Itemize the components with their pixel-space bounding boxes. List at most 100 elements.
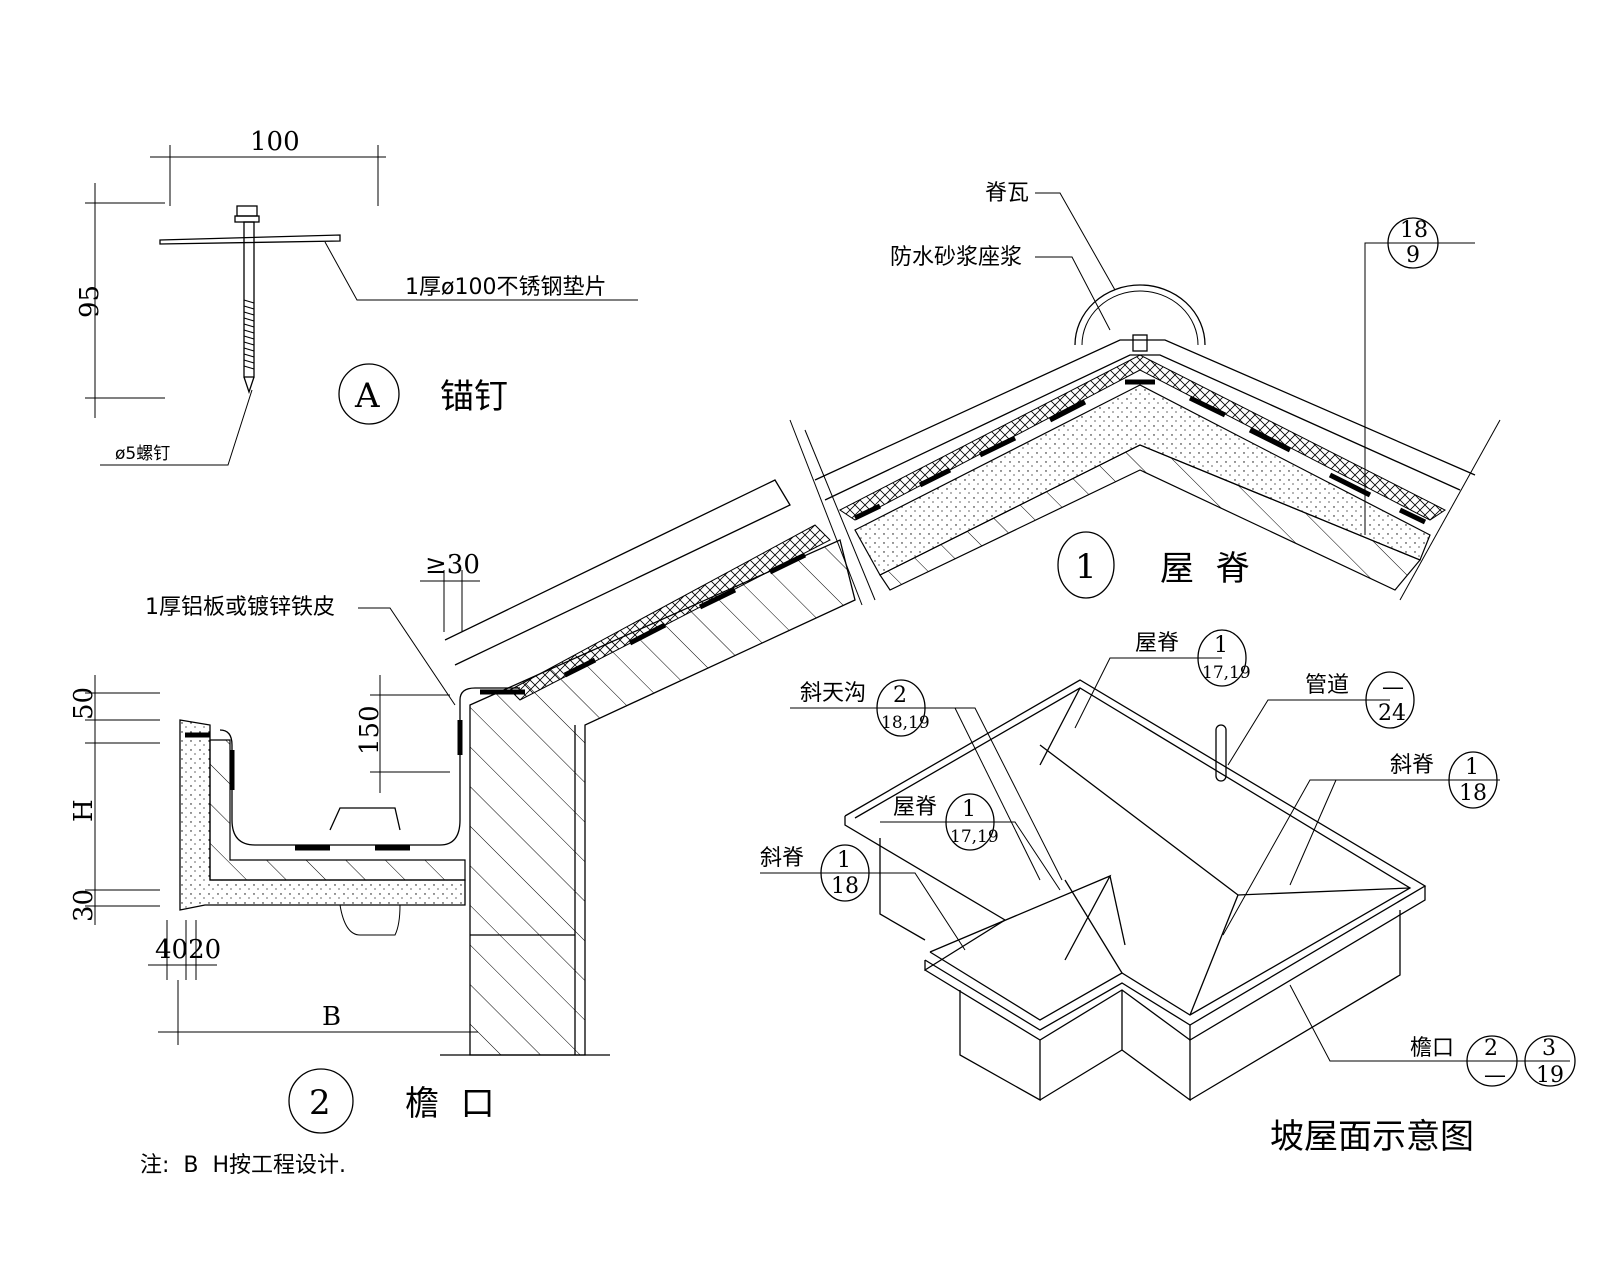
break-line [1399, 419, 1501, 601]
ref-bottom-2: 19 [1536, 1063, 1564, 1088]
leader-line [954, 707, 1041, 881]
ref-bottom: 17,19 [950, 827, 999, 847]
roof-fascia-right [1189, 886, 1426, 1042]
callout-valley: 斜天沟 2 18,19 [790, 679, 1063, 881]
ref-bottom: 18,19 [881, 713, 930, 733]
wall [959, 990, 1041, 1102]
leader-line [760, 872, 966, 951]
membrane-strip [1328, 472, 1372, 498]
flashing-label: 1厚铝板或镀锌铁皮 [145, 595, 335, 620]
ref-top: 1 [1214, 633, 1228, 658]
ref-top: 2 [893, 683, 907, 708]
leader-line [1289, 984, 1570, 1062]
ref-bottom: 18 [1459, 781, 1487, 806]
ref-circle [1197, 629, 1247, 687]
roof-eave-inner [854, 687, 1412, 1021]
ref-bottom: 18 [831, 874, 859, 899]
callout-pipe: 管道 — 24 [1227, 671, 1415, 766]
wall [879, 838, 926, 941]
dim-30-text: 30 [69, 889, 99, 922]
membrane-strip [918, 467, 952, 488]
ref-circle [1524, 1035, 1576, 1087]
structure-hatch [879, 444, 1421, 591]
washer-leader [324, 241, 638, 301]
callout-label: 斜脊 [760, 846, 804, 871]
membrane-strip [978, 435, 1017, 458]
ref-top: 2 [1484, 1036, 1498, 1061]
mortar-label: 防水砂浆座浆 [890, 245, 1022, 270]
membrane-strip [1188, 395, 1227, 418]
leader-line [1227, 699, 1390, 766]
detail-1-marker: 1 [1075, 547, 1097, 587]
dim-150-text: 150 [355, 705, 385, 755]
roof-eave-outer [844, 679, 1427, 1031]
ridge-tile-top [814, 339, 1476, 481]
hip-ridge [1189, 894, 1239, 1016]
drain-outlet [329, 807, 401, 831]
detail-1-roof-ridge: 脊瓦 防水砂浆座浆 18 9 1 屋 脊 [789, 181, 1501, 606]
leader-line [790, 707, 1063, 881]
ref-circle [1365, 671, 1415, 729]
callout-label: 檐口 [1410, 1036, 1454, 1061]
screw-thread [243, 299, 255, 370]
leader-line [880, 821, 1061, 891]
roof-plan-diagram: 屋脊 1 17,19 管道 — 24 斜天沟 2 18,19 斜脊 1 18 [760, 629, 1576, 1157]
leader-line [1074, 657, 1222, 729]
callout-label: 屋脊 [893, 795, 937, 820]
screw-leader [100, 389, 253, 466]
ridge-tile-label: 脊瓦 [985, 181, 1029, 206]
ridge-tile-leader [1035, 192, 1116, 291]
screw-head [236, 205, 258, 217]
callout-hip-right: 斜脊 1 18 [1222, 751, 1500, 936]
callout-ridge-top: 屋脊 1 17,19 [1074, 629, 1251, 729]
ref-bottom: 17,19 [1202, 663, 1251, 683]
ridge-tile-lower [824, 354, 1461, 501]
washer-shape [159, 234, 341, 245]
ref-bottom: — [1484, 1063, 1506, 1088]
dim-4020-text: 4020 [155, 935, 221, 965]
dim-width-text: 100 [250, 127, 300, 157]
detail-a-marker-circle [338, 363, 400, 425]
detail-2-marker: 2 [309, 1083, 331, 1123]
leader-line [1289, 779, 1337, 886]
gutter-base [209, 739, 466, 881]
valley [1109, 875, 1126, 946]
detail-1-marker-circle [1057, 531, 1115, 599]
membrane-strip [1398, 507, 1427, 525]
dim-overlap-text: ≥30 [425, 550, 480, 580]
drain-pipe [339, 904, 401, 936]
detail-2-title: 檐 口 [405, 1084, 495, 1124]
callout-label: 屋脊 [1135, 631, 1179, 656]
ridge-batten [1132, 334, 1148, 352]
hip-ridge [1039, 744, 1411, 896]
roof-fascia-front [924, 969, 1191, 1041]
ref-bottom: 24 [1378, 701, 1406, 726]
ref-circle [1448, 751, 1498, 809]
break-line [804, 429, 876, 601]
note-text: 注: B H按工程设计. [140, 1153, 346, 1178]
detail-1-title: 屋 脊 [1160, 549, 1250, 589]
detail-2-eave: 1厚铝板或镀锌铁皮 ≥30 150 50 H 30 4020 B 2 檐 口 [69, 479, 856, 1178]
dim-h-text: H [69, 799, 99, 822]
valley [1064, 879, 1123, 974]
screw-shank [243, 221, 255, 378]
callout-label: 斜天沟 [800, 681, 866, 706]
ref-circle [1387, 217, 1439, 269]
callout-label: 斜脊 [1390, 753, 1434, 778]
ref-top: 1 [1465, 755, 1479, 780]
screw-washer [234, 215, 260, 223]
wall [1189, 910, 1401, 1101]
insulation-layer [839, 354, 1446, 521]
ref-top: 1 [962, 797, 976, 822]
ridge-line [1039, 687, 1081, 766]
ref-top: 1 [837, 848, 851, 873]
detail-a-title: 锚钉 [440, 377, 508, 417]
break-line [789, 419, 863, 606]
ridge-tile-inner [1081, 290, 1199, 346]
detail-a-marker: A [354, 376, 380, 416]
mortar-leader [1035, 256, 1111, 331]
metal-flashing [219, 687, 520, 846]
screw-label: ø5螺钉 [115, 444, 170, 464]
ref-circle [945, 793, 995, 851]
